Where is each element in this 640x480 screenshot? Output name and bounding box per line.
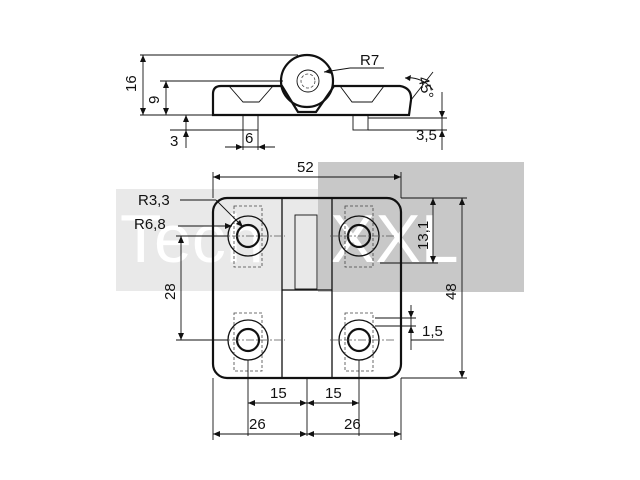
dim-front-vertical-spacing: 28 <box>162 283 179 300</box>
dim-front-height-total: 48 <box>443 283 460 300</box>
dim-top-height-body: 9 <box>146 96 163 104</box>
top-view-countersink-left <box>228 85 274 103</box>
dim-front-half-right: 26 <box>344 416 361 433</box>
dim-front-half-left: 26 <box>249 416 266 433</box>
dim-top-pin-right: 3,5 <box>416 127 437 144</box>
top-view-pin-right <box>352 114 369 131</box>
watermark-light-box <box>116 189 320 291</box>
dim-front-hole-offset: 13,1 <box>415 221 432 250</box>
top-view-body <box>211 84 413 117</box>
watermark-text-left: Tech <box>120 201 264 277</box>
top-view-knuckle <box>279 53 335 109</box>
dim-top-radius: R7 <box>360 52 379 69</box>
dim-front-hole-radius: R3,3 <box>138 192 170 209</box>
top-view-pin <box>296 69 320 93</box>
dim-front-center-right: 15 <box>325 385 342 402</box>
dim-front-center-left: 15 <box>270 385 287 402</box>
dim-top-height-total: 16 <box>123 75 140 92</box>
top-view-countersink-right <box>339 85 385 103</box>
dim-top-pin-length: 3 <box>170 133 178 150</box>
top-view-pin-left <box>242 114 259 131</box>
dim-front-width-total: 52 <box>297 159 314 176</box>
dim-top-pin-width: 6 <box>245 130 253 147</box>
front-view: 52 R3,3 R6,8 28 13,1 48 <box>134 159 467 440</box>
watermark: Tech XXL <box>116 162 524 292</box>
top-view: 16 9 3 6 3,5 R7 45° <box>123 52 447 150</box>
watermark-text-right: XXL <box>330 201 459 277</box>
dim-front-counterbore-radius: R6,8 <box>134 216 166 233</box>
dim-front-offset-small: 1,5 <box>422 323 443 340</box>
front-view-pin-slot <box>294 214 318 290</box>
top-view-pin-inner <box>300 73 316 89</box>
dim-top-angle: 45° <box>414 75 436 101</box>
